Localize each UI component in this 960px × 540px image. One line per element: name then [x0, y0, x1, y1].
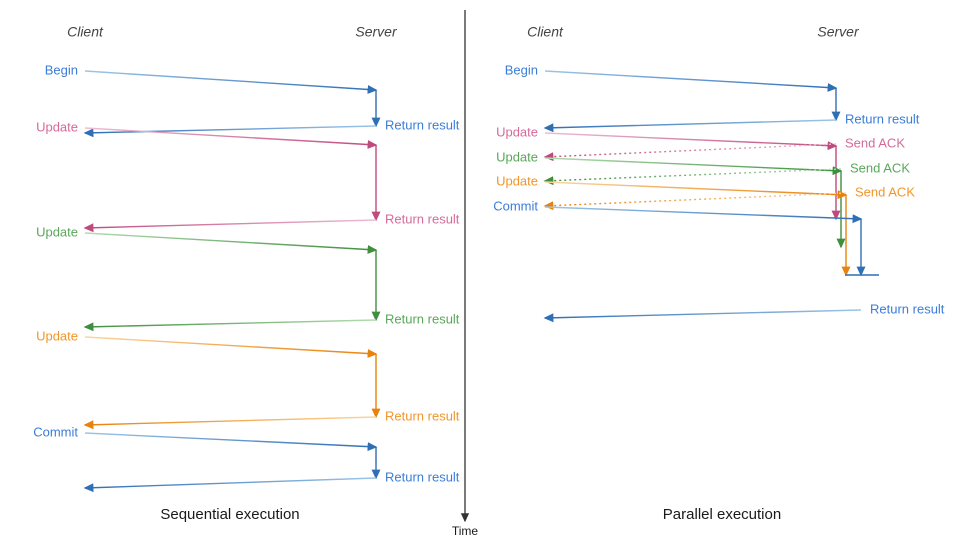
- sequential-response-label-4: Return result: [385, 469, 460, 484]
- sequential-response-arrow-0: [83, 125, 377, 138]
- parallel-response-arrow-1: [543, 143, 837, 162]
- parallel-response-label-1: Send ACK: [845, 135, 905, 150]
- sequential-request-label-2: Update: [36, 224, 78, 239]
- parallel-response-arrow-2: [543, 168, 842, 186]
- parallel-request-label-2: Update: [496, 149, 538, 164]
- parallel-response-label-4: Return result: [870, 301, 945, 316]
- actor-label-client-right: Client: [527, 24, 564, 40]
- sequential-response-arrow-4: [83, 477, 377, 493]
- sequential-response-label-1: Return result: [385, 211, 460, 226]
- sequential-request-arrow-1: [84, 127, 378, 149]
- sequential-response-arrow-1: [83, 219, 377, 233]
- parallel-response-label-0: Return result: [845, 111, 920, 126]
- parallel-request-label-1: Update: [496, 124, 538, 139]
- time-axis-label: Time: [452, 524, 479, 538]
- parallel-response-label-3: Send ACK: [855, 184, 915, 199]
- parallel-request-label-0: Begin: [505, 62, 538, 77]
- actor-label-server-left: Server: [355, 24, 398, 40]
- sequential-request-arrow-2: [84, 232, 378, 254]
- sequential-response-arrow-3: [83, 416, 377, 430]
- sequential-request-arrow-4: [84, 432, 378, 452]
- parallel-response-arrow-4: [543, 309, 862, 323]
- parallel-request-arrow-2: [544, 157, 843, 176]
- parallel-request-arrow-3: [544, 181, 848, 200]
- sequential-request-label-0: Begin: [45, 62, 78, 77]
- caption-sequential: Sequential execution: [160, 506, 299, 523]
- parallel-request-arrow-4: [544, 206, 863, 224]
- sequential-request-label-1: Update: [36, 119, 78, 134]
- parallel-request-arrow-0: [544, 70, 838, 92]
- parallel-request-label-4: Commit: [493, 198, 538, 213]
- parallel-response-label-2: Send ACK: [850, 160, 910, 175]
- caption-parallel: Parallel execution: [663, 506, 781, 523]
- sequential-request-label-3: Update: [36, 328, 78, 343]
- sequential-response-label-2: Return result: [385, 311, 460, 326]
- parallel-response-arrow-0: [543, 119, 837, 133]
- sequential-response-arrow-2: [83, 319, 377, 332]
- sequential-response-label-0: Return result: [385, 117, 460, 132]
- sequential-request-label-4: Commit: [33, 424, 78, 439]
- parallel-request-arrow-1: [544, 132, 838, 151]
- actor-label-client-left: Client: [67, 24, 104, 40]
- parallel-request-label-3: Update: [496, 173, 538, 188]
- sequential-request-arrow-3: [84, 336, 378, 358]
- sequential-request-arrow-0: [84, 70, 378, 94]
- sequential-response-label-3: Return result: [385, 408, 460, 423]
- parallel-response-arrow-3: [543, 192, 847, 211]
- actor-label-server-right: Server: [817, 24, 860, 40]
